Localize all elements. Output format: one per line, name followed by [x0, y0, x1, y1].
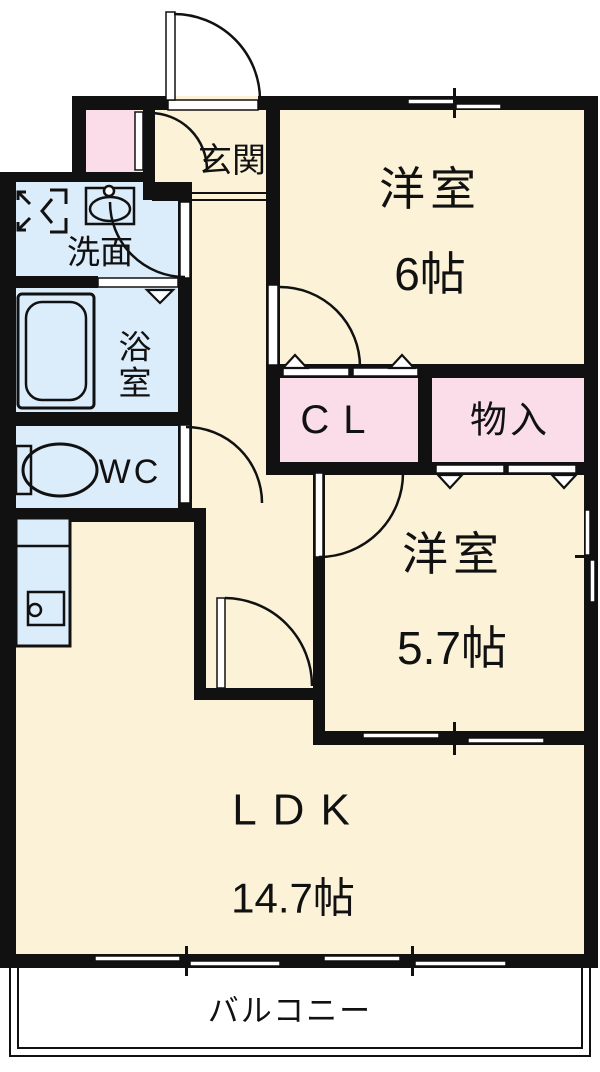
bedroom2-door-arc [318, 472, 405, 559]
entrance-door-arc [173, 12, 262, 101]
doors [108, 11, 405, 689]
balcony-window [323, 955, 401, 962]
label-bedroom2: 洋室 [402, 528, 504, 580]
label-senmen: 洗面 [67, 234, 133, 271]
sliding-partition [467, 737, 545, 744]
washroom-door-arc [108, 201, 186, 279]
balcony-railing [9, 968, 591, 1057]
label-closet: CL [300, 398, 379, 442]
genkan-door-arc [149, 111, 209, 171]
label-bath-1: 浴 [119, 329, 152, 366]
label-ldk-size: 14.7帖 [231, 875, 355, 922]
window-top [407, 98, 456, 105]
bedroom2-door-opening [314, 472, 324, 558]
closet-door-strip [352, 367, 419, 377]
entrance-step [152, 192, 266, 201]
label-bedroom1: 洋室 [379, 163, 481, 215]
shoe-cabinet-door [134, 111, 144, 171]
room-closet-cl [280, 372, 418, 464]
window-top [455, 103, 502, 110]
label-bath-2: 室 [119, 365, 152, 402]
door-swing-markers [144, 288, 579, 490]
entrance-threshold [167, 99, 259, 111]
hall-door-leaf [216, 597, 226, 689]
label-wc: WC [99, 453, 162, 491]
window-right [584, 509, 591, 556]
entrance-door-leaf [165, 11, 176, 101]
storage-door-strip [435, 464, 505, 474]
bedroom1-door-arc [279, 285, 362, 368]
washer-space-icon [16, 188, 68, 234]
label-bedroom2-size: 5.7帖 [397, 622, 507, 674]
label-genkan: 玄関 [198, 142, 266, 180]
label-balcony: バルコニー [208, 994, 372, 1029]
window-right [589, 559, 596, 603]
room-wet-area [16, 182, 178, 518]
wc-door-opening [179, 424, 191, 504]
room-shoe-cabinet [83, 110, 135, 172]
label-bedroom1-size: 6帖 [394, 248, 466, 300]
balcony-window [94, 955, 181, 962]
balcony-window [189, 960, 281, 967]
sliding-partition [362, 732, 440, 739]
toilet-icon [14, 442, 99, 498]
room-storage-monoire [430, 372, 584, 464]
window-ticks [185, 88, 598, 976]
door-window-openings [94, 98, 596, 967]
balcony-window [414, 960, 507, 967]
bath-folding-door [97, 277, 179, 288]
storage-door-strip [507, 464, 577, 474]
wc-door-arc [185, 425, 264, 504]
hall-door-arc [224, 596, 314, 687]
kitchen-counter-icon [14, 516, 72, 648]
sink-icon [84, 184, 136, 226]
label-storage: 物入 [470, 400, 550, 441]
label-ldk: LDK [232, 786, 366, 835]
bedroom1-door-opening [267, 284, 279, 366]
bathtub-icon [16, 292, 96, 410]
closet-door-strip [282, 367, 350, 377]
washroom-door-opening [179, 201, 191, 279]
